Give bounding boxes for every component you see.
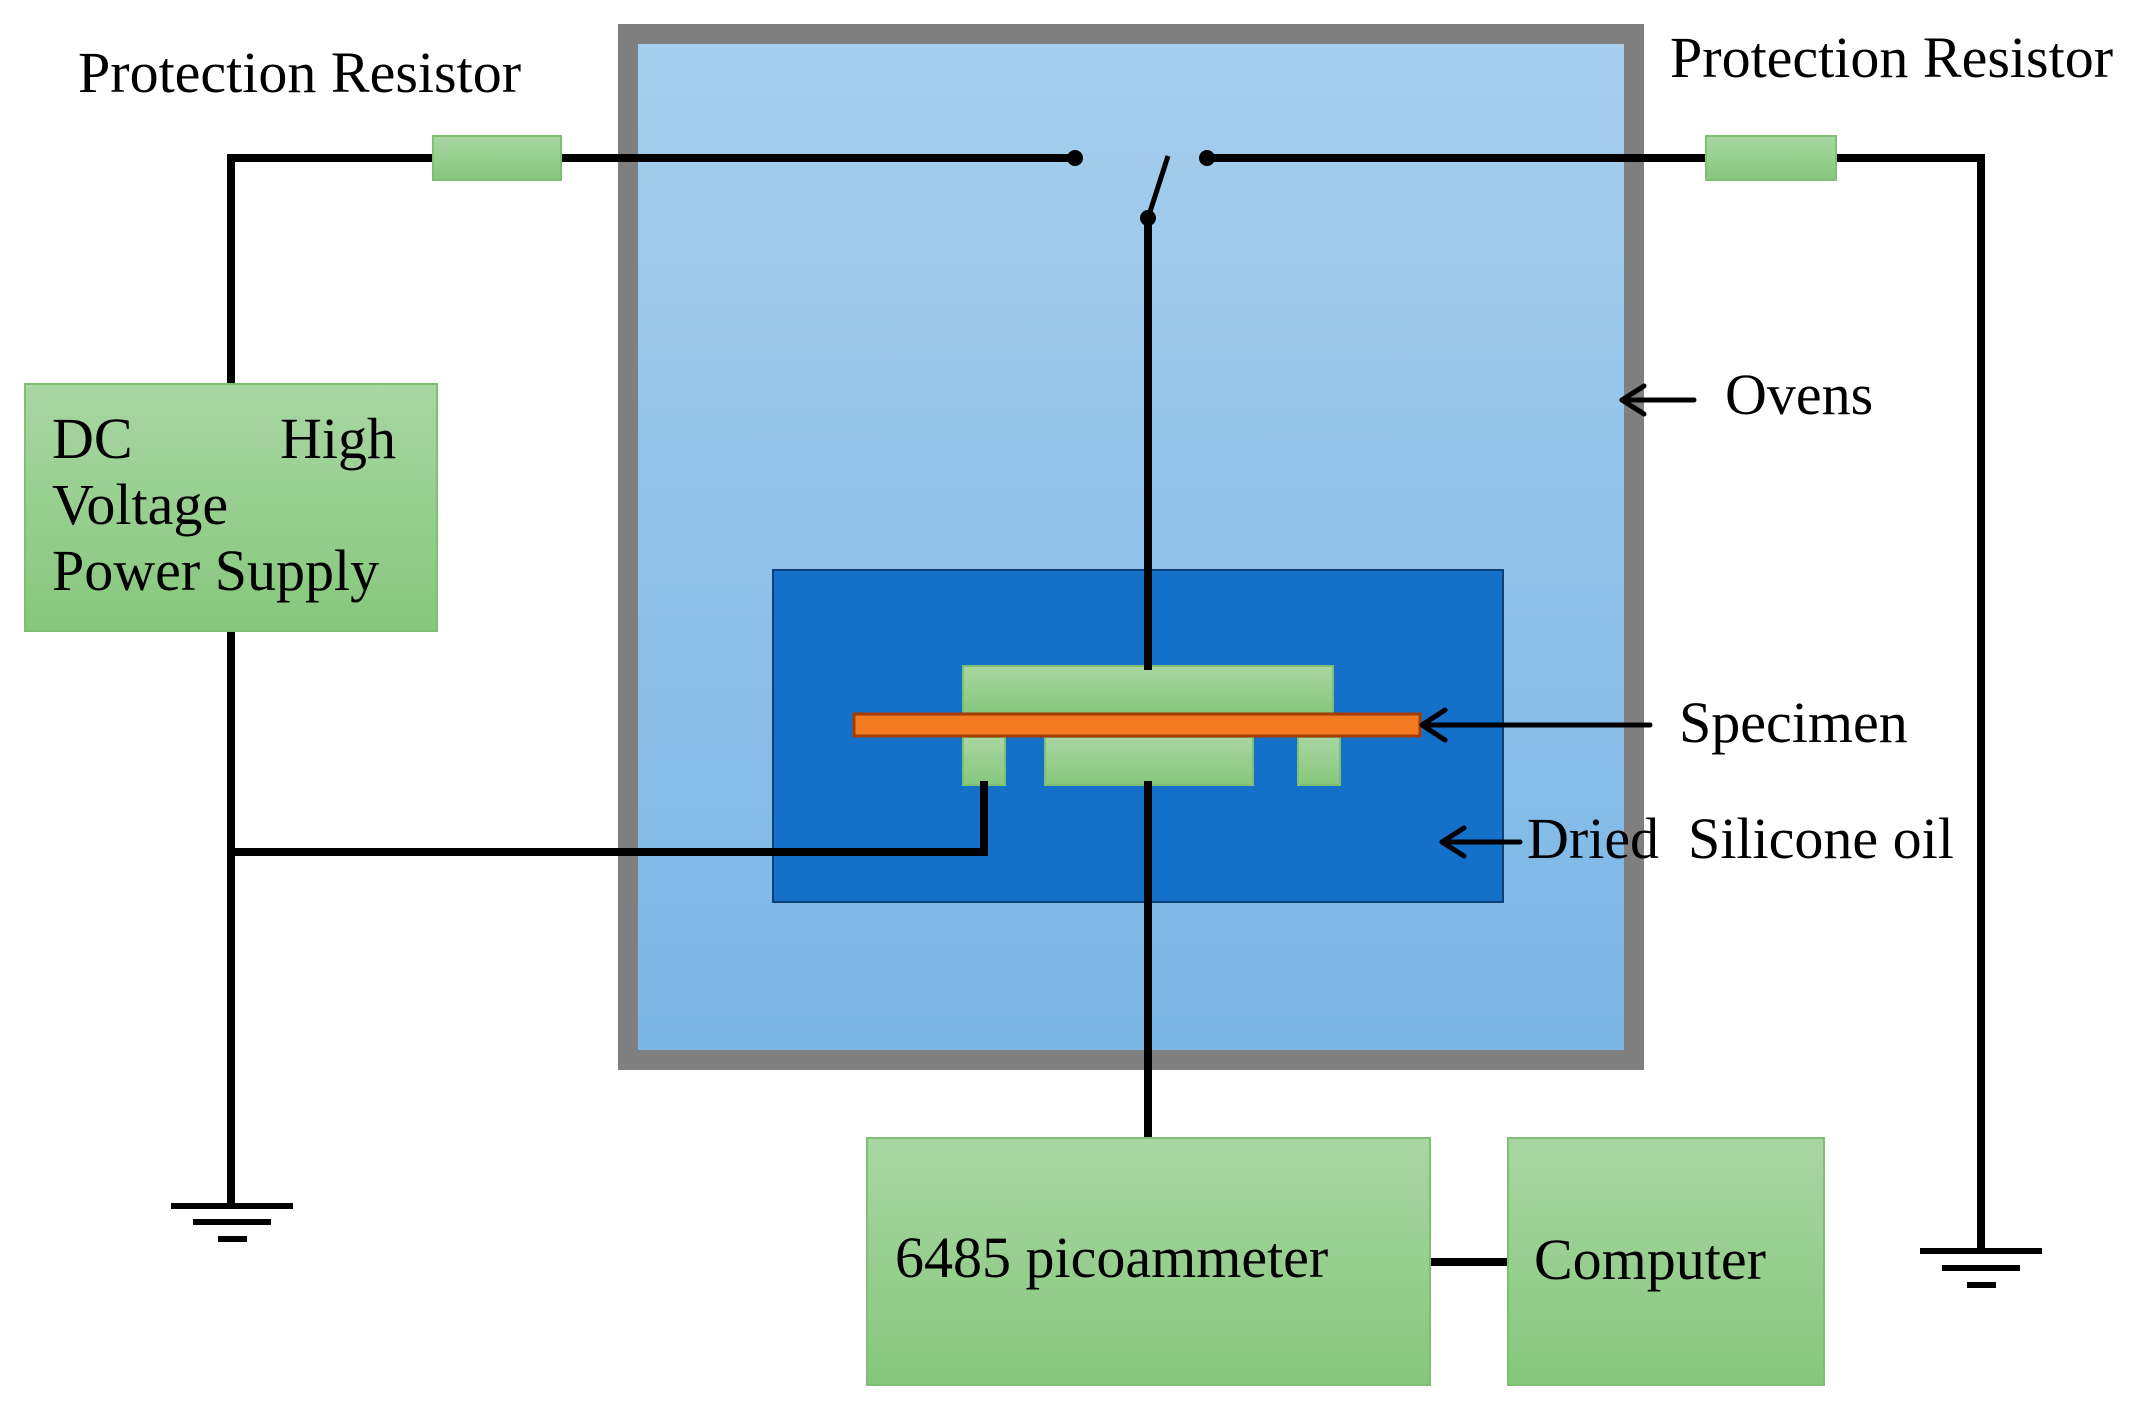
protection-resistor-left — [432, 135, 562, 181]
circuit-wires — [227, 154, 1985, 1266]
computer-label: Computer — [1534, 1227, 1766, 1292]
ovens-arrow — [1619, 383, 1697, 417]
protection-resistor-label-right: Protection Resistor — [1670, 25, 2113, 90]
power-supply-label-voltage: Voltage — [52, 472, 228, 537]
protection-resistor-right — [1705, 135, 1837, 181]
computer-box — [1507, 1137, 1825, 1386]
specimen-sheet — [852, 712, 1422, 738]
power-supply-box — [24, 383, 438, 632]
lower-guard-left — [962, 736, 1006, 786]
selector-switch — [1067, 150, 1215, 226]
ovens-label: Ovens — [1725, 362, 1873, 427]
power-supply-label-high: High — [280, 406, 396, 471]
power-supply-label-dc: DC — [52, 406, 133, 471]
upper-electrode — [962, 665, 1334, 714]
power-supply-label-power: Power Supply — [52, 538, 379, 603]
protection-resistor-label-left: Protection Resistor — [78, 40, 521, 105]
lower-measuring-electrode — [1044, 736, 1254, 786]
picoammeter-label: 6485 picoammeter — [895, 1225, 1328, 1290]
ground-symbol-right — [1920, 1248, 2042, 1288]
silicone-oil-label: Dried Silicone oil — [1527, 806, 1954, 871]
silicone-oil-arrow — [1439, 825, 1523, 859]
picoammeter-box — [866, 1137, 1431, 1386]
specimen-arrow — [1419, 707, 1653, 743]
lower-guard-right — [1297, 736, 1341, 786]
specimen-label: Specimen — [1679, 690, 1908, 755]
ground-symbol-left — [171, 1203, 293, 1242]
